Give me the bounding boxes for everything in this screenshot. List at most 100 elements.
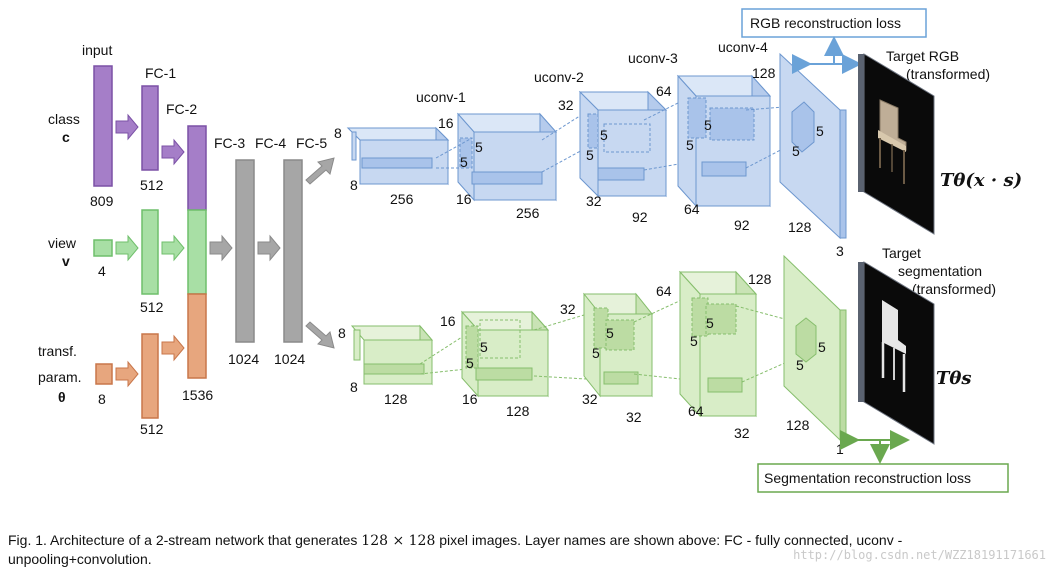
uconv4-label: uconv-4 xyxy=(718,39,768,55)
rgb-b2-h: 32 xyxy=(586,193,602,209)
rgb-b0-w: 256 xyxy=(390,191,414,207)
rgb-k3: 5 xyxy=(704,117,712,133)
fc1-label: FC-1 xyxy=(145,65,176,81)
class-symbol: c xyxy=(62,129,70,145)
seg-loss-box xyxy=(757,463,1009,493)
rgb-b1-h: 16 xyxy=(456,191,472,207)
seg-k4b: 5 xyxy=(796,357,804,373)
uconv3-label: uconv-3 xyxy=(628,50,678,66)
seg-b4-d: 1 xyxy=(836,441,844,457)
seg-b2-depth: 32 xyxy=(560,301,576,317)
seg-block-3 xyxy=(678,270,758,418)
fc4-bar xyxy=(283,159,303,343)
class-input-bar xyxy=(93,65,113,187)
fc2-size: 1536 xyxy=(182,387,213,403)
target-rgb-image xyxy=(858,53,935,235)
fc1-view-size: 512 xyxy=(140,299,164,315)
fc1-transf-size: 512 xyxy=(140,421,164,437)
seg-b1-depth: 16 xyxy=(440,313,456,329)
fc1-view-bar xyxy=(141,209,159,295)
rgb-block-3 xyxy=(676,74,772,208)
arrow-view-fc1 xyxy=(115,234,139,262)
fc1-class-bar xyxy=(141,85,159,171)
rgb-b4-d: 3 xyxy=(836,243,844,259)
caption-suffix: pixel images. Layer names are shown abov… xyxy=(8,532,903,567)
rgb-kernel-lines-1 xyxy=(435,111,587,173)
rgb-b0-h: 8 xyxy=(350,177,358,193)
arrow-fc1-fc2-class xyxy=(161,138,185,166)
transf-input-bar xyxy=(95,363,113,385)
watermark: http://blog.csdn.net/WZZ18191171661 xyxy=(793,548,1046,562)
rgb-block-4 xyxy=(779,52,847,240)
rgb-b1-w: 256 xyxy=(516,205,540,221)
rgb-b0-depth: 8 xyxy=(334,125,342,141)
rgb-block-1 xyxy=(456,112,558,202)
seg-b2-h: 32 xyxy=(582,391,598,407)
rgb-b4-top: 128 xyxy=(752,65,776,81)
seg-block-4 xyxy=(783,254,847,442)
input-header: input xyxy=(82,42,112,58)
rgb-b3-depth: 64 xyxy=(656,83,672,99)
fc5-label: FC-5 xyxy=(296,135,327,151)
target-seg-title-2: segmentation xyxy=(898,263,982,279)
fc1-class-size: 512 xyxy=(140,177,164,193)
seg-block-0 xyxy=(350,324,434,386)
seg-k1: 5 xyxy=(480,339,488,355)
view-input-bar xyxy=(93,239,113,257)
arrow-class-fc1 xyxy=(115,113,139,141)
seg-b3-w: 32 xyxy=(734,425,750,441)
arrow-fc2-fc3 xyxy=(209,234,233,262)
arrow-fc5-rgb xyxy=(305,157,335,185)
target-seg-image xyxy=(858,261,935,445)
rgb-b4-w: 128 xyxy=(788,219,812,235)
seg-b0-w: 128 xyxy=(384,391,408,407)
fc2-class-segment xyxy=(187,125,207,211)
fc2-view-segment xyxy=(187,209,207,295)
seg-b4-top: 128 xyxy=(748,271,772,287)
arrow-fc1-fc2-transf xyxy=(161,334,185,362)
caption-prefix: Fig. 1. Architecture of a 2-stream netwo… xyxy=(8,532,362,548)
class-size: 809 xyxy=(90,193,114,209)
seg-b0-h: 8 xyxy=(350,379,358,395)
seg-b0-depth: 8 xyxy=(338,325,346,341)
uconv1-label: uconv-1 xyxy=(416,89,466,105)
fc3-label: FC-3 xyxy=(214,135,245,151)
rgb-b3-w: 92 xyxy=(734,217,750,233)
figure-caption: Fig. 1. Architecture of a 2-stream netwo… xyxy=(8,531,1048,568)
arrow-transf-fc1 xyxy=(115,360,139,388)
seg-b3-h: 64 xyxy=(688,403,704,419)
seg-block-1 xyxy=(460,310,550,398)
seg-k3b: 5 xyxy=(690,333,698,349)
target-seg-title-3: (transformed) xyxy=(912,281,996,297)
rgb-loss-box xyxy=(741,8,927,38)
rgb-block-2 xyxy=(578,90,668,198)
caption-math: 128 × 128 xyxy=(361,533,436,549)
fc3-bar xyxy=(235,159,255,343)
seg-b2-w: 32 xyxy=(626,409,642,425)
rgb-formula: Tθ(x · s) xyxy=(940,170,1022,191)
fc4-size: 1024 xyxy=(274,351,305,367)
arrow-fc1-fc2-view xyxy=(161,234,185,262)
fc2-label: FC-2 xyxy=(166,101,197,117)
target-rgb-title-1: Target RGB xyxy=(886,48,959,64)
seg-k2: 5 xyxy=(606,325,614,341)
rgb-b2-w: 92 xyxy=(632,209,648,225)
uconv2-label: uconv-2 xyxy=(534,69,584,85)
rgb-k4: 5 xyxy=(816,123,824,139)
seg-b1-w: 128 xyxy=(506,403,530,419)
seg-b4-w: 128 xyxy=(786,417,810,433)
view-label: view xyxy=(48,235,77,251)
view-size: 4 xyxy=(98,263,106,279)
seg-loss-label: Segmentation reconstruction loss xyxy=(764,470,971,486)
transf-label-2: param. xyxy=(38,369,82,385)
view-symbol: v xyxy=(62,253,70,269)
seg-b1-h: 16 xyxy=(462,391,478,407)
seg-k3: 5 xyxy=(706,315,714,331)
seg-b3-depth: 64 xyxy=(656,283,672,299)
seg-formula: Tθs xyxy=(936,368,972,389)
seg-k1b: 5 xyxy=(466,355,474,371)
transf-size: 8 xyxy=(98,391,106,407)
seg-k2b: 5 xyxy=(592,345,600,361)
rgb-k2b: 5 xyxy=(586,147,594,163)
target-seg-title-1: Target xyxy=(882,245,921,261)
